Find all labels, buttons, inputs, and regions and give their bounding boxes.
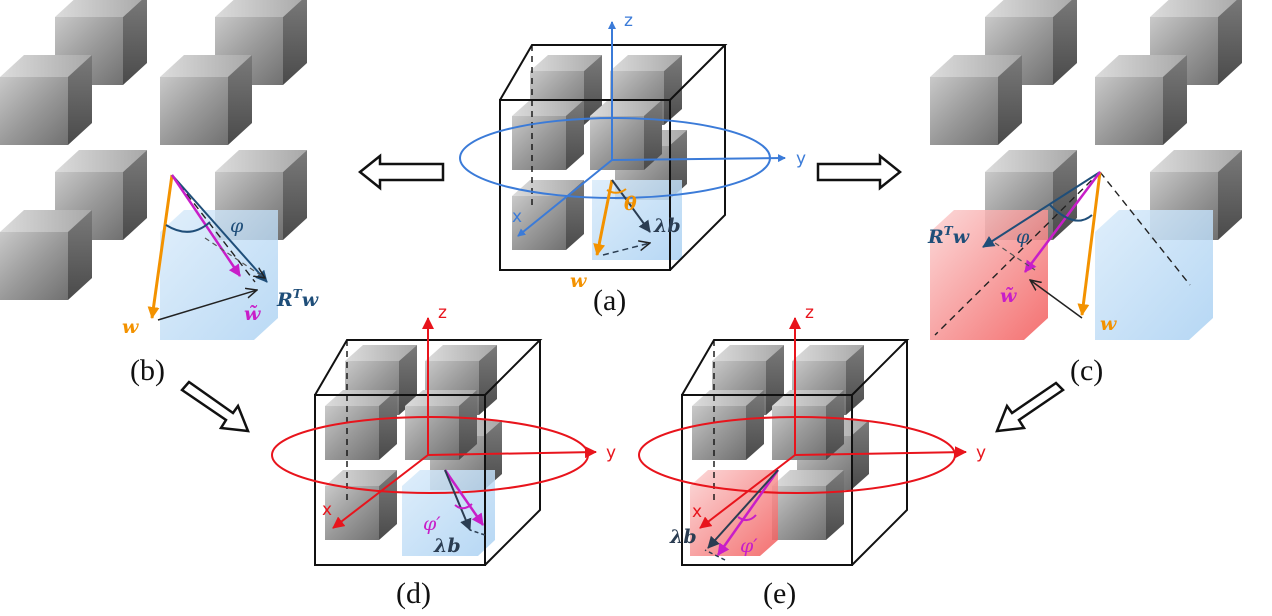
x-axis-e [699,454,796,529]
dashed-diag-c2 [934,171,1101,336]
vector-w-tilde-e [716,469,780,556]
x-axis-d [332,454,429,529]
panel-c: φ RTw w̃ w (c) [927,0,1242,387]
RTw-R-b: R [276,289,293,311]
y-axis-d [427,446,597,459]
panel-label-a: (a) [593,284,626,317]
cube-e-highlight-red [690,470,778,556]
vector-w-b [147,174,174,319]
lambda-b-label-d: λb [433,535,461,557]
cube-d-front-tr [405,390,477,460]
panel-label-c: (c) [1070,354,1103,387]
cube-e-front-br [772,470,844,540]
x-label-a: x [512,207,522,227]
panel-label-e: (e) [763,577,796,610]
frame-e [681,339,910,566]
vector-RTw-b [171,174,268,283]
dashed-proj-b [204,237,265,278]
w-label-c: w [1100,313,1117,335]
dashed-diag-b [171,174,256,283]
phi-prime-label-d: φ′ [423,513,441,535]
cube-a-front-tl [512,100,584,170]
hollow-arrow-c-to-e [995,381,1065,433]
panel-a: z y x θ λb w (a) [459,11,806,317]
hollow-arrow-a-to-c [816,153,903,191]
dashed-residual-d [469,529,486,536]
theta-arc-a [606,188,627,194]
RTw-R-c: R [927,226,944,248]
x-label-d: x [322,500,332,520]
w-tilde-label-c: w̃ [1000,285,1017,307]
dashed-residual-a [602,243,650,256]
panel-label-b: (b) [130,354,165,387]
w-tilde-label-b: w̃ [244,303,261,325]
y-axis-a [611,154,786,163]
cube-c-highlight-blue [1095,210,1213,340]
vector-w-tilde-d [443,469,485,526]
y-label-a: y [796,149,806,169]
cube-c-4 [1095,55,1187,145]
z-label-a: z [624,11,633,31]
theta-label-a: θ [624,193,637,215]
x-axis-a [517,159,613,237]
w-label-a: w [570,270,587,292]
dashed-proj-c [994,242,1036,271]
cube-e-front-tr [772,390,844,460]
phi-prime-label-e: φ′ [740,535,758,557]
phi-label-c: φ [1016,226,1030,248]
cube-b-3 [0,55,92,145]
RTw-w-c: w [953,226,970,248]
y-label-d: y [606,443,616,463]
y-axis-e [794,446,967,459]
vector-w-c [1077,171,1102,316]
RTw-label-b: RTw [276,287,319,311]
lambda-b-label-a: λb [653,215,681,237]
RTw-w-b: w [302,289,319,311]
vector-w-tilde-c [1024,171,1101,273]
vector-lambda-b-a [611,179,651,233]
cube-c-3 [930,55,1022,145]
cube-c-highlight-red [930,210,1048,340]
panel-label-d: (d) [396,577,431,610]
vector-lambda-b-e [707,469,779,549]
cube-b-4 [160,55,252,145]
dashed-residual-e [704,549,726,561]
vector-lambda-b-d [444,469,472,531]
hollow-arrow-a-to-b [357,153,445,191]
panel-b: φ w w̃ RTw (b) [0,0,319,387]
z-label-e: z [805,303,814,323]
residual-b [157,290,257,321]
hollow-arrow-b-to-d [180,380,250,433]
cube-b-highlight-blue [160,210,278,340]
phi-prime-arc-e [737,514,757,521]
z-label-d: z [438,303,447,323]
vector-w-a [593,179,614,256]
residual-c [1030,280,1083,319]
panel-e: z y x φ′ λb (e) [638,303,986,610]
w-label-b: w [122,316,139,338]
RTw-T-c: T [944,224,954,238]
x-label-e: x [692,502,702,522]
phi-prime-arc-d [454,503,473,510]
vector-RTw-c [982,171,1101,248]
panel-d: z y x φ′ λb (d) [271,303,616,610]
RTw-label-c: RTw [927,224,970,248]
phi-label-b: φ [230,215,244,237]
lambda-b-label-e: λb [669,526,697,548]
cube-b-7 [0,210,92,300]
phi-arc-c [1049,204,1093,222]
dashed-diag-c1 [1099,171,1191,286]
y-label-e: y [976,443,986,463]
phi-arc-b [165,221,211,233]
cube-d-front-bl [325,470,397,540]
RTw-T-b: T [293,287,303,301]
